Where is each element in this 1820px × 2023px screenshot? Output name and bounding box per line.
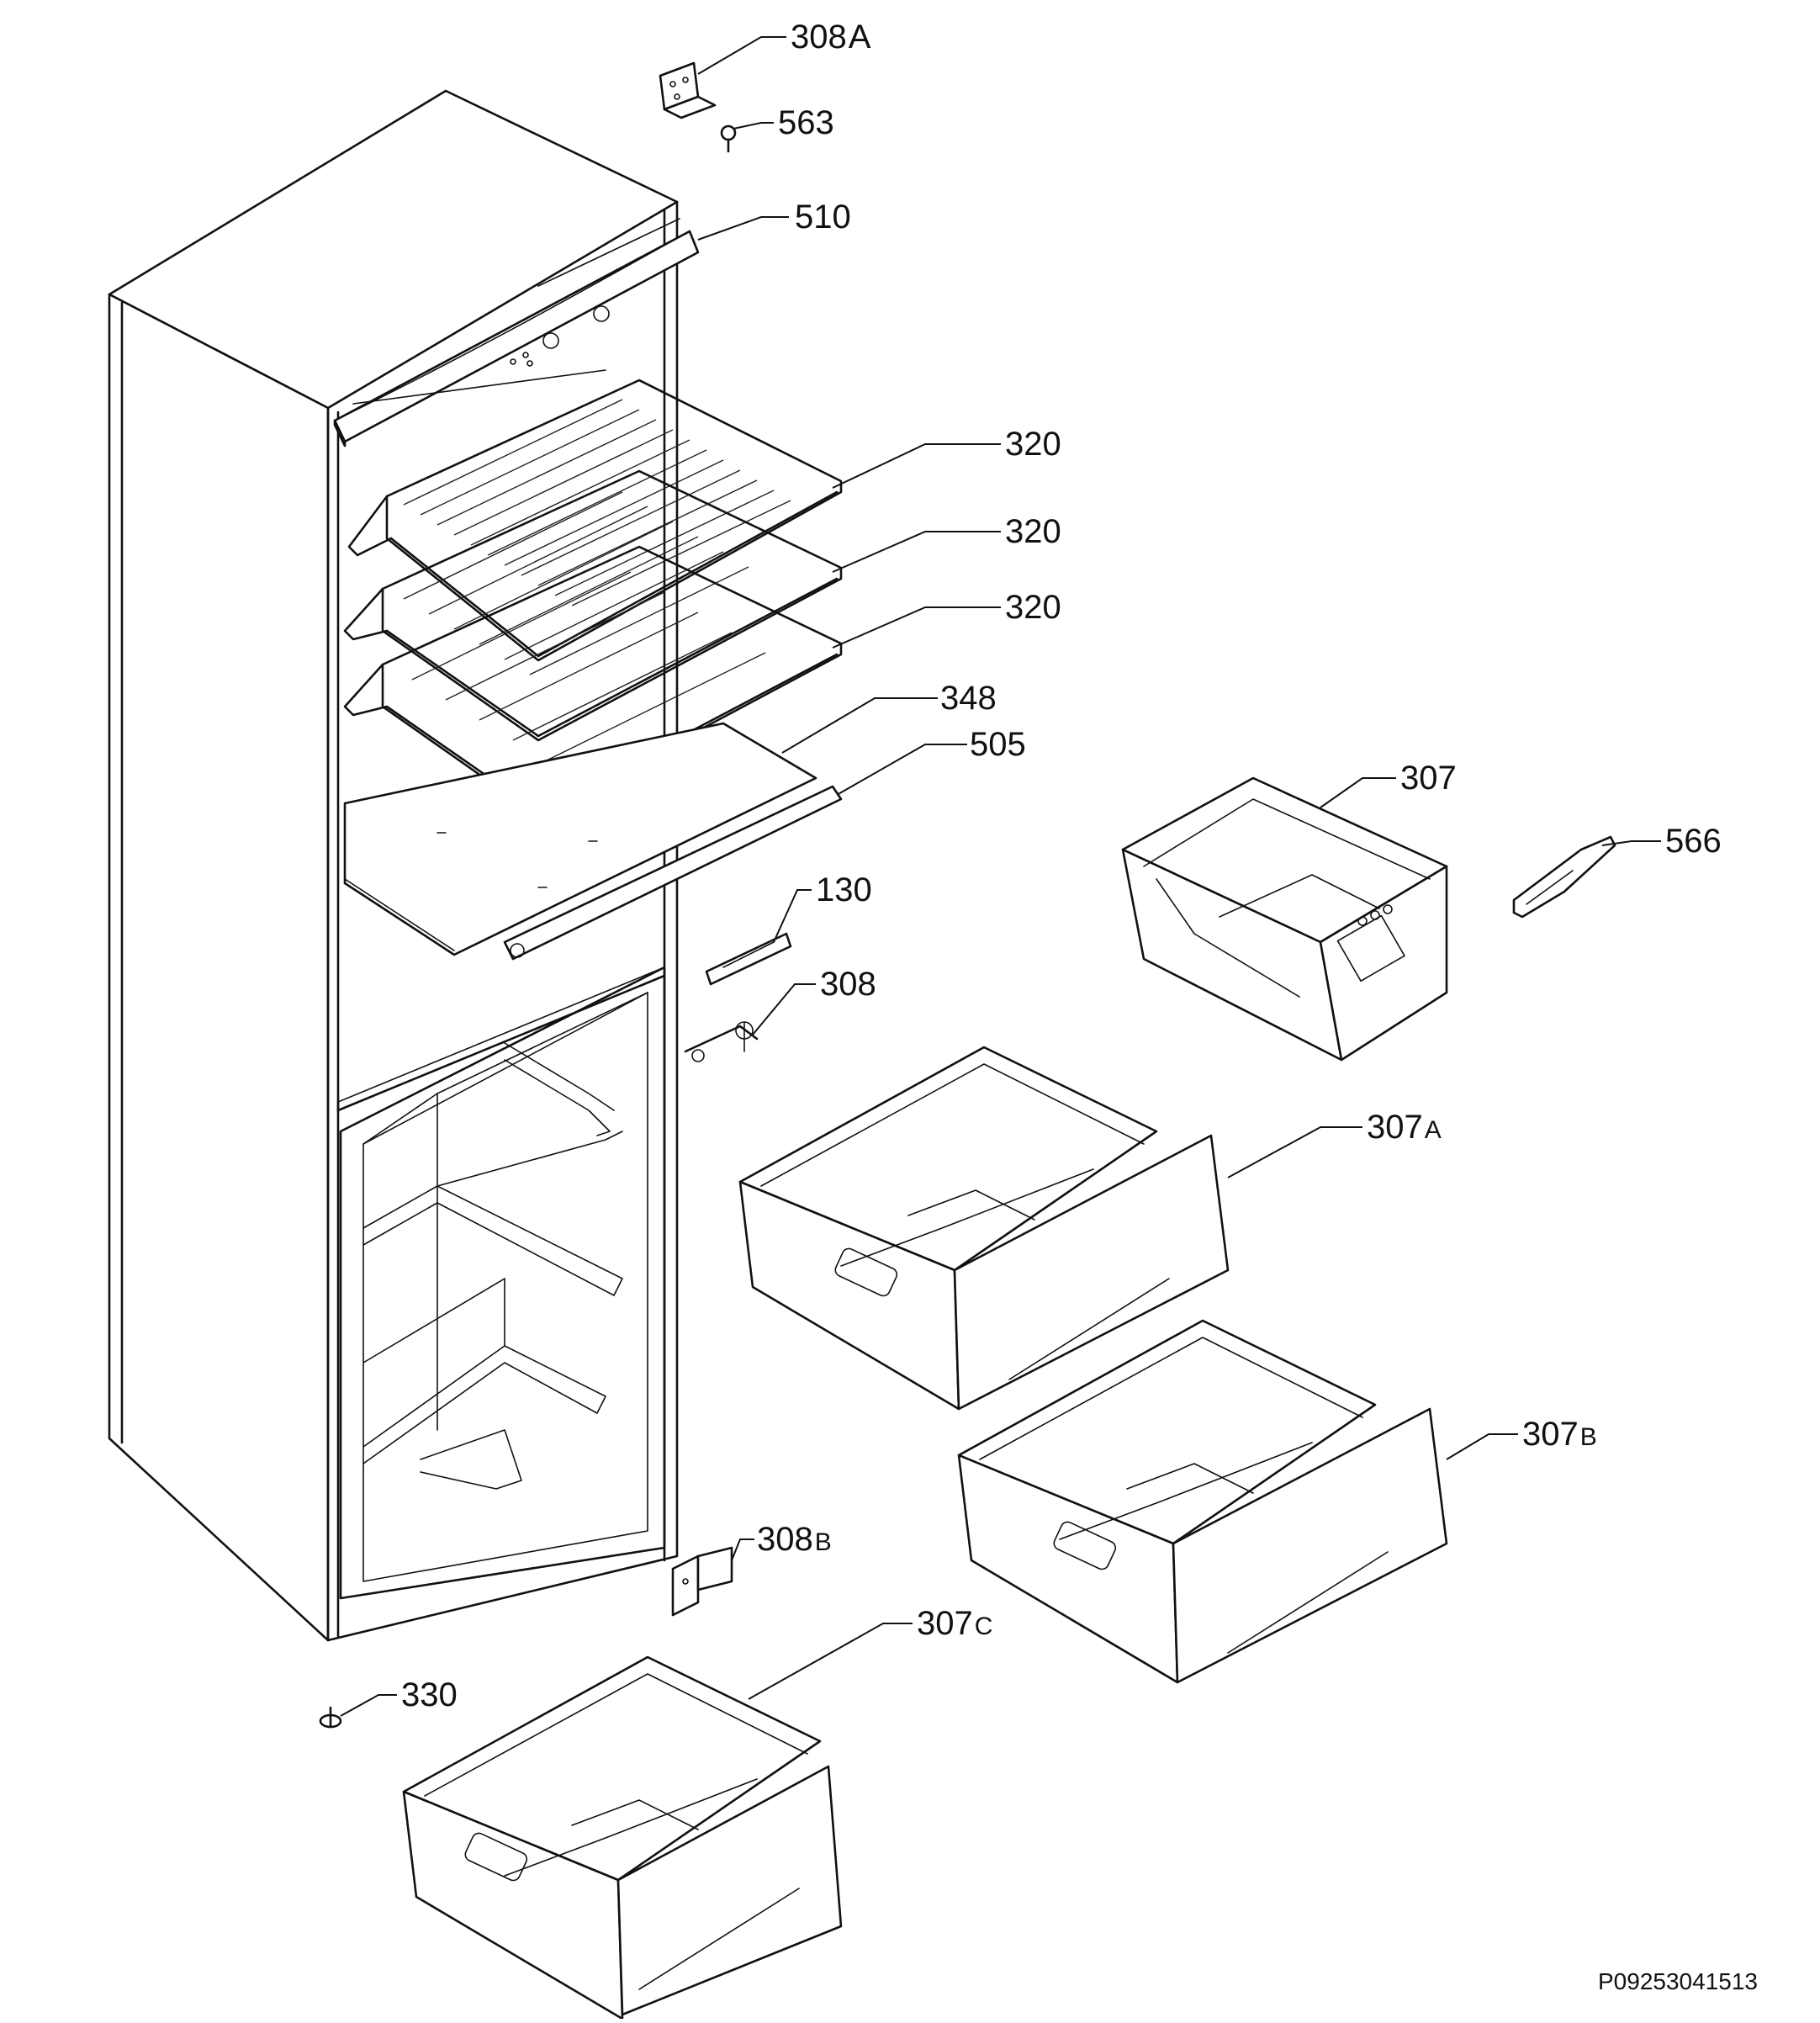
- callout-label: 563: [778, 104, 834, 141]
- glass-shelf: [343, 722, 817, 956]
- shelf-trim: [503, 785, 843, 961]
- screw-563: [720, 124, 737, 153]
- wire-shelf-middle: [343, 469, 843, 742]
- callout-label: 308A: [791, 19, 871, 56]
- drawer-307b: [957, 1319, 1448, 1684]
- hinge-top: [659, 61, 717, 119]
- wire-shelf-upper: [347, 379, 843, 662]
- fridge-cabinet: [108, 89, 679, 1642]
- control-panel: [333, 218, 700, 447]
- callout-label: 510: [795, 199, 851, 236]
- callout-label: 348: [940, 680, 997, 717]
- callout-label: 308B: [757, 1521, 832, 1558]
- callout-label: 307A: [1367, 1109, 1442, 1146]
- callout-label: 307C: [917, 1605, 992, 1642]
- callout-label: 130: [816, 871, 872, 908]
- crisper-307: [1121, 776, 1448, 1062]
- callout-label: 566: [1665, 823, 1722, 860]
- bracket-130: [705, 932, 792, 986]
- drawer-307a: [738, 1046, 1230, 1411]
- callout-label: 320: [1005, 589, 1061, 626]
- hinge-308: [684, 1021, 759, 1062]
- drawer-307c: [402, 1655, 843, 2020]
- callout-label: 307B: [1522, 1416, 1597, 1453]
- callout-label: 505: [970, 726, 1026, 763]
- drawing-id: P09253041513: [1598, 1968, 1758, 1994]
- foot-330: [319, 1706, 342, 1729]
- leader-lines: [340, 36, 1661, 1717]
- callout-label: 330: [401, 1676, 458, 1713]
- callout-label: 320: [1005, 513, 1061, 550]
- clip-566: [1512, 835, 1616, 919]
- callout-label: 320: [1005, 426, 1061, 463]
- callout-label: 308: [820, 966, 876, 1003]
- callout-label: 307: [1400, 760, 1457, 797]
- hinge-bottom: [671, 1546, 733, 1617]
- callout-labels: 308A 563 510 320 320 320 348 505 307 566…: [401, 19, 1758, 1994]
